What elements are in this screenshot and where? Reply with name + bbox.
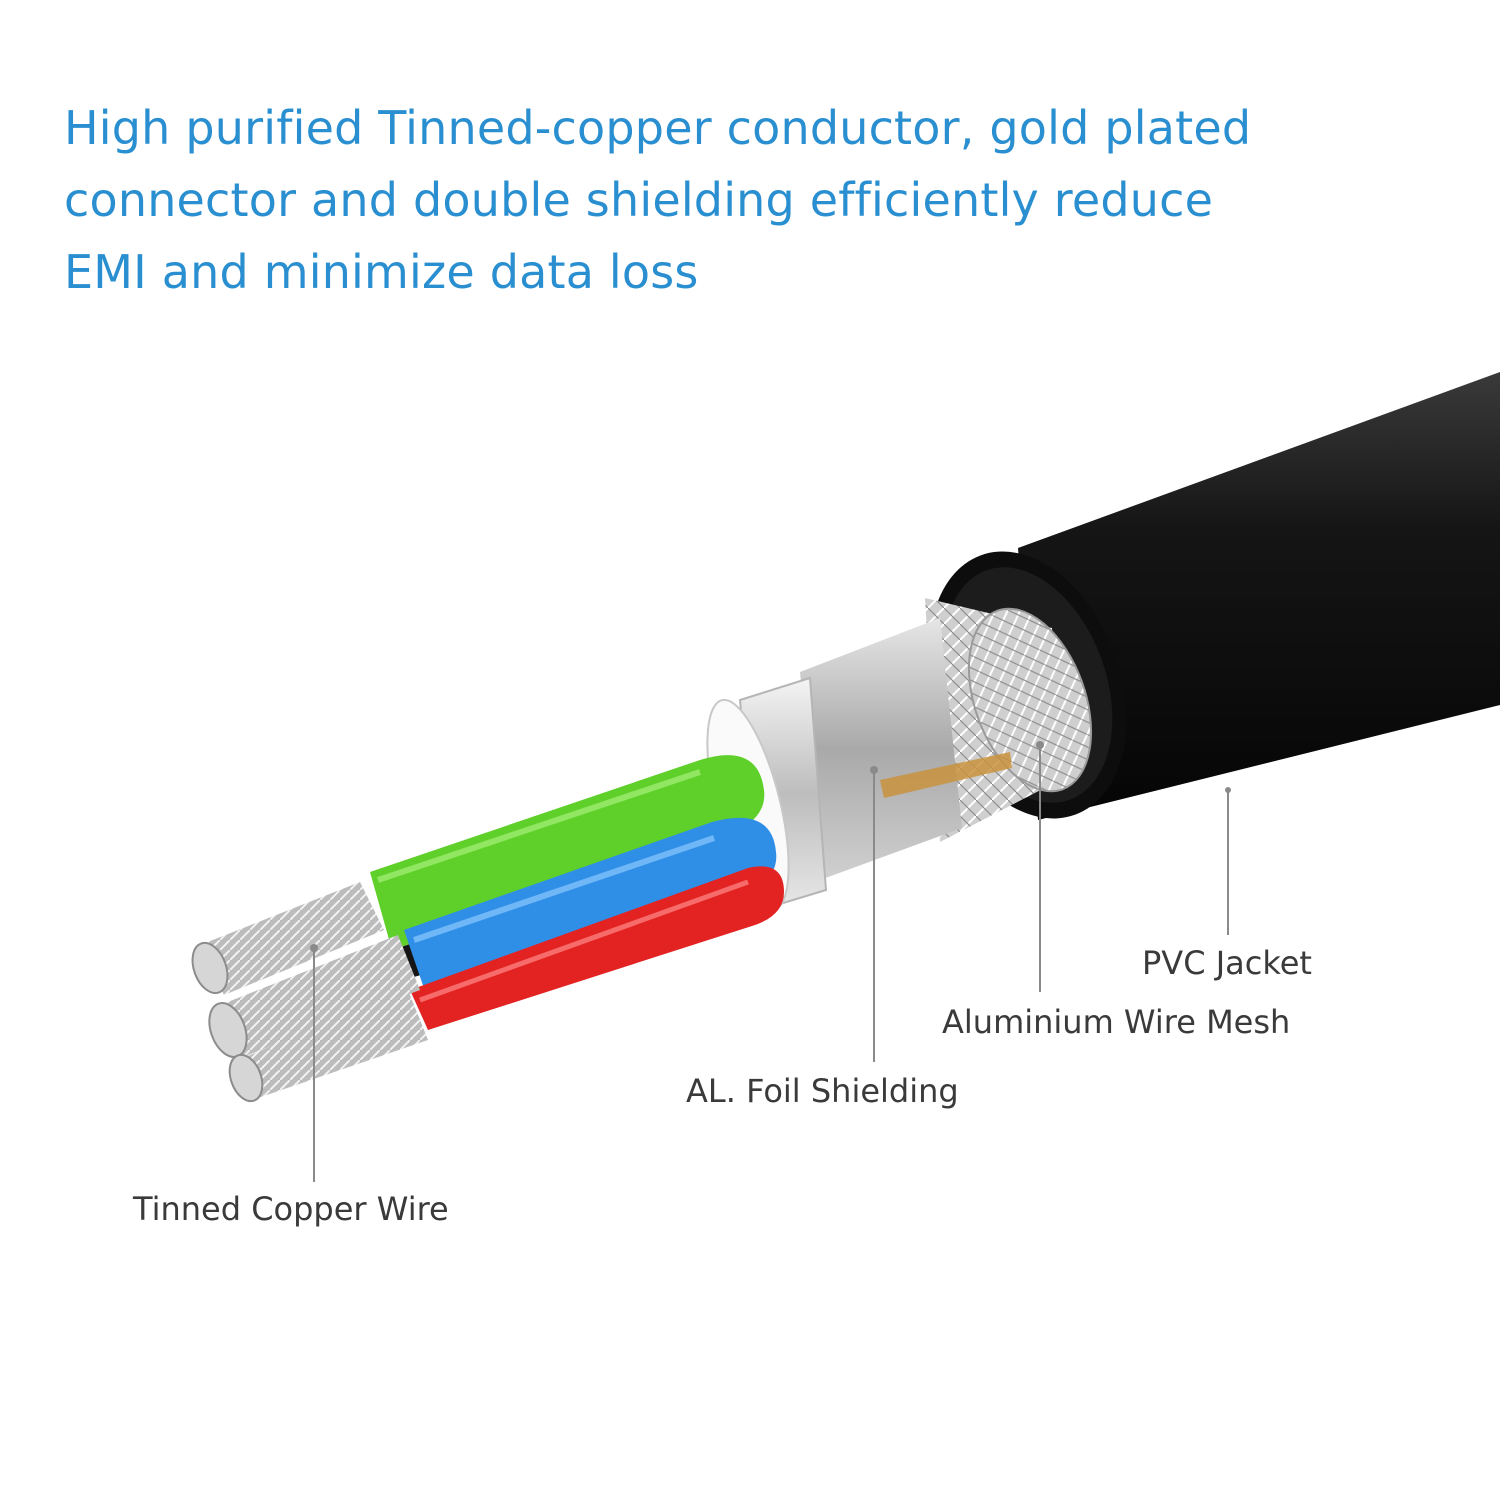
leader-lines [310, 741, 1231, 1182]
wire-red [410, 866, 784, 1030]
label-pvc-jacket: PVC Jacket [1142, 944, 1312, 982]
aluminium-wire-mesh [925, 598, 1093, 842]
tinned-copper-conductors [191, 882, 428, 1103]
headline-line-2: connector and double shielding efficient… [64, 173, 1214, 227]
headline: High purified Tinned-copper conductor, g… [64, 92, 1444, 308]
label-aluminium-wire-mesh: Aluminium Wire Mesh [942, 1003, 1291, 1041]
insulated-wires [370, 755, 784, 1030]
wire-green [370, 755, 765, 950]
wire-blue [404, 817, 777, 1000]
label-al-foil-shielding: AL. Foil Shielding [686, 1072, 959, 1110]
headline-line-1: High purified Tinned-copper conductor, g… [64, 101, 1252, 155]
headline-line-3: EMI and minimize data loss [64, 245, 699, 299]
label-tinned-copper-wire: Tinned Copper Wire [133, 1190, 449, 1228]
